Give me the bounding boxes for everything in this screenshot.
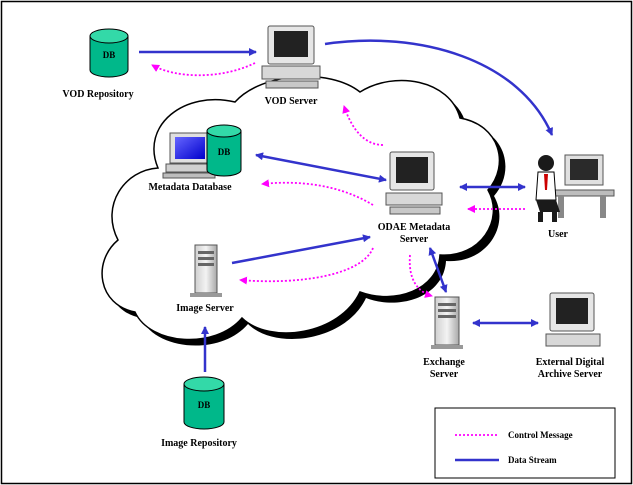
external-archive-label-line2: Archive Server — [538, 369, 603, 380]
image-server-node: Image Server — [176, 244, 234, 314]
legend-data-label: Data Stream — [508, 455, 557, 465]
data-vodserver-to-user — [324, 39, 554, 136]
data-metadb-odae — [255, 152, 387, 183]
legend-item-data-stream: Data Stream — [455, 455, 557, 465]
data-odae-exchange — [428, 247, 448, 293]
vod-repository-label: VOD Repository — [62, 89, 133, 100]
exchange-server-label-line1: Exchange — [423, 357, 465, 368]
db-badge: DB — [218, 147, 231, 157]
external-archive-label-line1: External Digital — [536, 357, 605, 368]
database-icon: DB — [183, 376, 225, 430]
odae-server-label-line2: Server — [400, 234, 429, 245]
computer-icon — [545, 292, 601, 347]
ctrl-odae-to-imageserver — [239, 247, 374, 285]
user-label: User — [548, 229, 569, 240]
odae-server-label-line1: ODAE Metadata — [378, 222, 451, 233]
user-node: User — [535, 154, 615, 240]
vod-server-node: VOD Server — [261, 25, 321, 107]
legend-item-control-message: Control Message — [455, 430, 573, 440]
computer-icon — [385, 151, 443, 215]
db-badge: DB — [198, 400, 211, 410]
data-imageserver-to-odae — [231, 234, 371, 265]
image-repository-node: DB Image Repository — [161, 376, 237, 449]
computer-database-icon: DB — [162, 124, 242, 179]
ctrl-vodserver-to-vodrepo — [151, 62, 256, 77]
legend-control-label: Control Message — [508, 430, 573, 440]
image-server-label: Image Server — [176, 303, 234, 314]
odae-metadata-server-node: ODAE Metadata Server — [378, 151, 451, 245]
exchange-server-label-line2: Server — [430, 369, 459, 380]
ctrl-odae-to-metadb — [261, 179, 374, 206]
user-at-desk-icon — [535, 154, 615, 222]
metadata-database-node: DB Metadata Database — [148, 124, 242, 193]
tower-server-icon — [190, 244, 222, 297]
image-repository-label: Image Repository — [161, 438, 237, 449]
metadata-database-label: Metadata Database — [148, 182, 232, 193]
ctrl-odae-to-exchange — [408, 254, 433, 298]
ctrl-odae-to-vodserver — [342, 105, 384, 146]
external-archive-node: External Digital Archive Server — [536, 292, 605, 380]
database-icon: DB — [89, 28, 129, 78]
tower-server-icon — [431, 296, 463, 349]
vod-server-label: VOD Server — [265, 96, 318, 107]
vod-repository-node: DB VOD Repository — [62, 28, 134, 100]
legend-box: Control Message Data Stream — [434, 407, 616, 479]
computer-icon — [261, 25, 321, 89]
db-badge: DB — [103, 50, 116, 60]
exchange-server-node: Exchange Server — [423, 296, 465, 380]
